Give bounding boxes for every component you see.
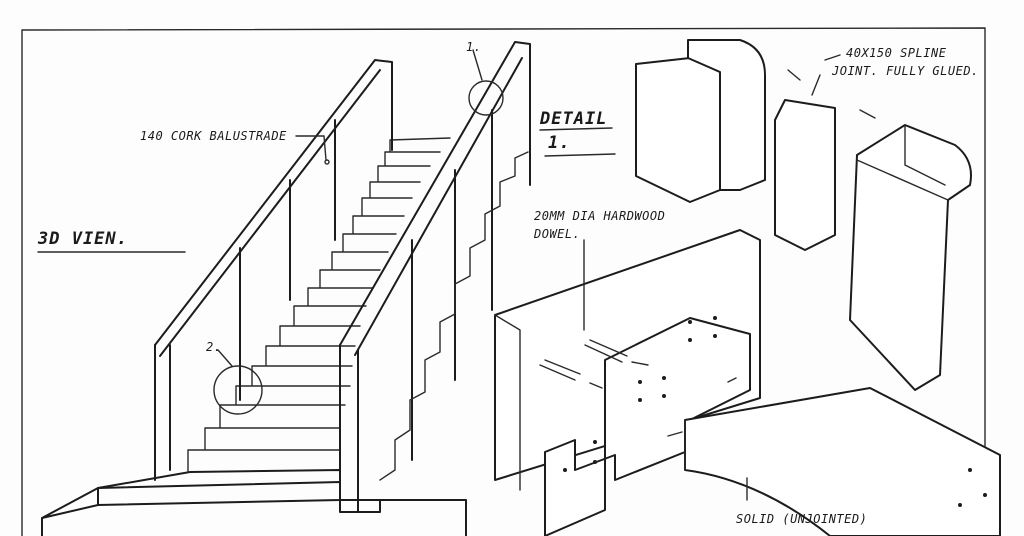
dowel-holes <box>563 316 987 507</box>
view-title: 3D Vien. <box>38 229 128 249</box>
left-newel <box>154 344 171 481</box>
detail-dowel-drawing <box>494 229 1001 536</box>
spline-label-line2: Joint. Fully Glued. <box>832 64 979 78</box>
cork-balustrade-label: 140 Cork Balustrade <box>140 129 287 143</box>
sheet-border <box>21 27 986 536</box>
right-handrail <box>339 41 531 346</box>
right-stringer <box>379 151 529 481</box>
detail-1-arrows <box>787 69 876 119</box>
marker-2-label: 2. <box>206 340 222 354</box>
right-balustrade-posts <box>411 109 493 461</box>
detail-1-leader <box>472 49 483 81</box>
dowel-upper <box>584 339 628 363</box>
detail-title-underline <box>539 127 616 157</box>
left-balustrade-posts <box>239 119 336 401</box>
staircase-3d-view <box>37 41 531 536</box>
dowel-label-line2: Dowel. <box>534 227 581 241</box>
spline-joint <box>774 99 836 251</box>
solid-label: Solid (Unjointed) <box>736 512 868 526</box>
block-left-spline <box>687 39 766 191</box>
detail-2-marker <box>213 365 263 415</box>
detail-1-drawing <box>539 39 972 391</box>
spline-label-line1: 40x150 Spline <box>846 46 947 60</box>
dowel-label-line1: 20mm Dia Hardwood <box>534 209 666 223</box>
detail-title: Detail <box>540 109 608 129</box>
block-right <box>849 124 972 391</box>
left-handrail-lower <box>159 69 381 357</box>
base-plinth <box>41 481 467 536</box>
detail-1-marker <box>468 80 504 116</box>
dowel-arrows <box>589 361 748 501</box>
cork-leader <box>295 135 327 161</box>
detail-number: 1. <box>548 133 571 153</box>
right-handrail-lower <box>354 57 523 356</box>
solid-tread <box>684 387 1001 536</box>
right-newel <box>339 344 381 513</box>
stair-treads <box>187 137 451 473</box>
marker-1-label: 1. <box>466 40 482 54</box>
left-handrail <box>154 59 393 346</box>
detail-2-leader <box>217 349 233 367</box>
stepped-stringer <box>544 317 751 536</box>
dowel-lower <box>539 359 581 381</box>
